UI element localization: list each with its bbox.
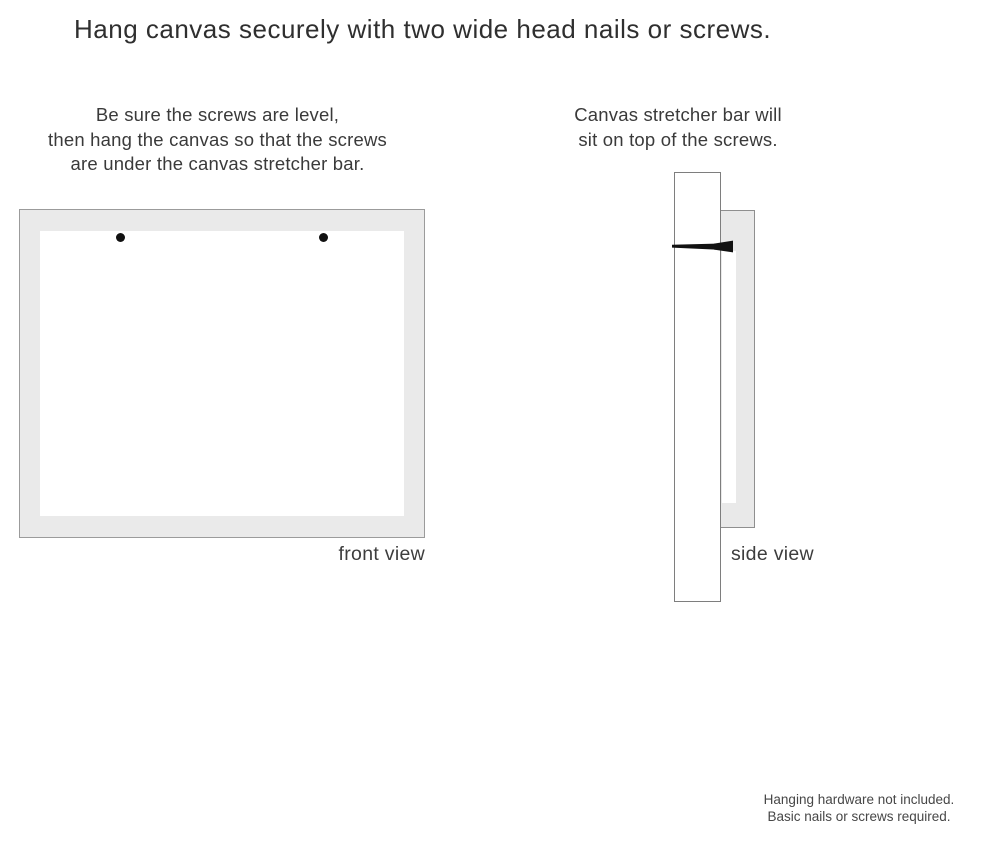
hardware-note: Hanging hardware not included. Basic nai… [763, 792, 955, 824]
nail-shaft [672, 243, 716, 250]
front-view-instructions: Be sure the screws are level, then hang … [48, 104, 387, 175]
front-view-canvas-face [40, 231, 404, 516]
side-view-canvas-profile [720, 210, 755, 528]
side-view-wall-bar [674, 172, 721, 602]
side-view-label: side view [731, 543, 814, 565]
page-title: Hang canvas securely with two wide head … [74, 14, 772, 44]
screw-dot-icon [319, 233, 328, 242]
screw-dot-icon [116, 233, 125, 242]
front-view-canvas-edge [19, 209, 425, 538]
side-view-instructions: Canvas stretcher bar will sit on top of … [574, 104, 782, 150]
side-view-stretcher-bar-face [722, 251, 736, 503]
nail-icon [672, 240, 733, 253]
nail-head [714, 240, 733, 253]
front-view-label: front view [338, 543, 425, 565]
